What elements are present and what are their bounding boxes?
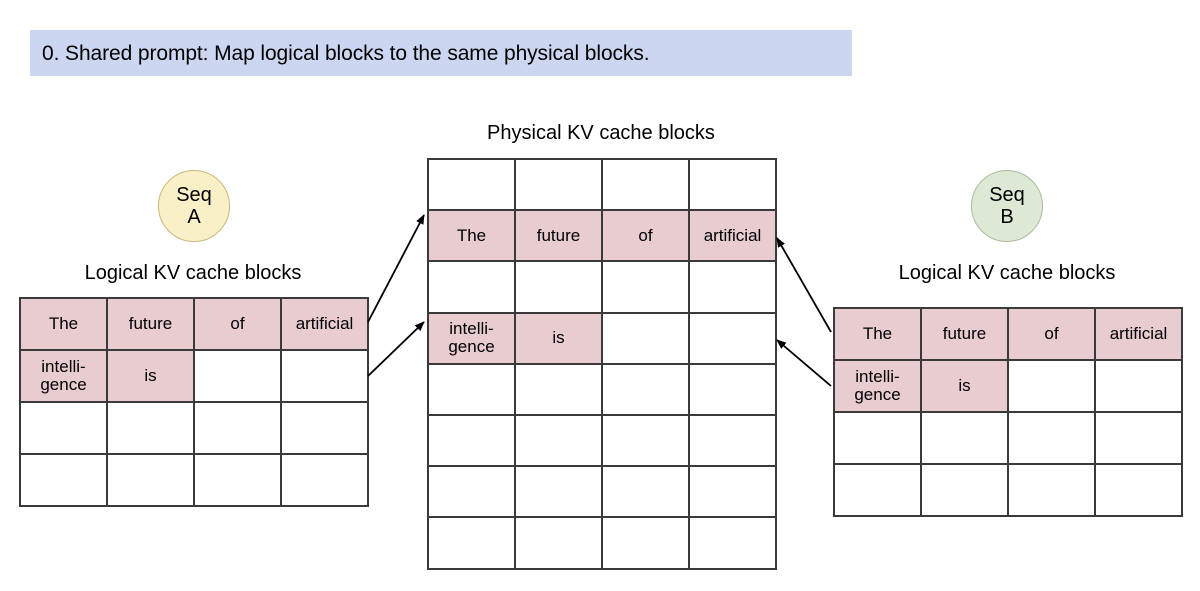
grid-cell-empty	[108, 455, 195, 507]
grid-cell-empty	[1009, 465, 1096, 517]
physical-blocks-caption: Physical KV cache blocks	[487, 122, 715, 144]
grid-row	[429, 364, 777, 416]
grid-cell-empty	[429, 262, 516, 314]
grid-cell-empty	[603, 262, 690, 314]
grid-cell-token: of	[1009, 309, 1096, 361]
grid-cell-empty	[516, 518, 603, 570]
grid-cell-empty	[282, 351, 369, 403]
grid-cell-empty	[1096, 413, 1183, 465]
seq-a-label-line2: A	[187, 206, 201, 228]
grid-cell-token: The	[429, 211, 516, 263]
grid-cell-empty	[429, 415, 516, 468]
arrow-left-block1-to-physical-row4	[367, 321, 425, 377]
grid-cell-empty	[108, 403, 195, 455]
grid-cell-token: intelli- gence	[429, 313, 516, 365]
shared-prompt-banner: 0. Shared prompt: Map logical blocks to …	[30, 30, 852, 76]
grid-cell-empty	[516, 160, 603, 212]
grid-cell-token: is	[108, 351, 195, 403]
grid-row	[429, 262, 777, 314]
seq-b-label-line1: Seq	[989, 183, 1025, 206]
grid-cell-empty	[922, 465, 1009, 517]
grid-cell-token: artificial	[282, 299, 369, 351]
grid-row	[835, 413, 1183, 465]
grid-cell-token: The	[21, 299, 108, 351]
grid-row	[21, 455, 369, 507]
grid-row	[429, 160, 777, 212]
grid-cell-empty	[429, 518, 516, 570]
grid-cell-token: future	[922, 309, 1009, 361]
shared-prompt-text: 0. Shared prompt: Map logical blocks to …	[42, 41, 650, 65]
arrow-left-block0-to-physical-row2	[367, 214, 425, 323]
grid-cell-token: of	[603, 211, 690, 263]
grid-cell-token: is	[922, 361, 1009, 413]
grid-cell-empty	[603, 415, 690, 468]
grid-cell-empty	[195, 351, 282, 403]
grid-row	[429, 467, 777, 519]
grid-row	[429, 415, 777, 468]
seq-a-badge: Seq A	[158, 170, 230, 242]
grid-cell-empty	[922, 413, 1009, 465]
grid-cell-empty	[195, 455, 282, 507]
grid-cell-empty	[603, 467, 690, 519]
logical-blocks-caption-left: Logical KV cache blocks	[84, 262, 302, 284]
grid-cell-empty	[603, 518, 690, 570]
grid-row	[21, 403, 369, 455]
grid-cell-empty	[1096, 465, 1183, 517]
grid-cell-empty	[690, 364, 777, 416]
grid-cell-token: future	[516, 211, 603, 263]
grid-cell-token: intelli- gence	[835, 361, 922, 413]
grid-cell-empty	[516, 262, 603, 314]
grid-cell-token: The	[835, 309, 922, 361]
grid-cell-token: future	[108, 299, 195, 351]
grid-cell-empty	[429, 160, 516, 212]
seq-b-label-line2: B	[1000, 206, 1014, 228]
grid-cell-empty	[690, 467, 777, 519]
logical-blocks-caption-right: Logical KV cache blocks	[898, 262, 1116, 284]
grid-cell-empty	[1009, 361, 1096, 413]
arrow-right-block0-to-physical-row2	[776, 237, 832, 333]
grid-row	[835, 465, 1183, 517]
grid-cell-empty	[21, 455, 108, 507]
grid-cell-empty	[690, 415, 777, 468]
grid-cell-empty	[835, 413, 922, 465]
grid-cell-token: of	[195, 299, 282, 351]
arrow-right-block1-to-physical-row4	[776, 339, 832, 387]
grid-cell-empty	[603, 313, 690, 365]
grid-row	[429, 518, 777, 570]
grid-cell-empty	[603, 160, 690, 212]
seq-a-label-line1: Seq	[176, 183, 212, 206]
grid-cell-empty	[690, 160, 777, 212]
grid-cell-token: artificial	[1096, 309, 1183, 361]
grid-cell-empty	[516, 415, 603, 468]
grid-cell-empty	[1096, 361, 1183, 413]
grid-cell-empty	[282, 403, 369, 455]
grid-cell-token: is	[516, 313, 603, 365]
grid-cell-token: intelli- gence	[21, 351, 108, 403]
grid-cell-empty	[835, 465, 922, 517]
grid-cell-empty	[516, 467, 603, 519]
grid-cell-empty	[690, 262, 777, 314]
grid-cell-token: artificial	[690, 211, 777, 263]
grid-cell-empty	[429, 364, 516, 416]
grid-cell-empty	[690, 518, 777, 570]
seq-b-badge: Seq B	[971, 170, 1043, 242]
grid-cell-empty	[516, 364, 603, 416]
grid-cell-empty	[603, 364, 690, 416]
grid-cell-empty	[429, 467, 516, 519]
grid-cell-empty	[1009, 413, 1096, 465]
grid-cell-empty	[21, 403, 108, 455]
grid-cell-empty	[195, 403, 282, 455]
grid-cell-empty	[282, 455, 369, 507]
grid-cell-empty	[690, 313, 777, 365]
